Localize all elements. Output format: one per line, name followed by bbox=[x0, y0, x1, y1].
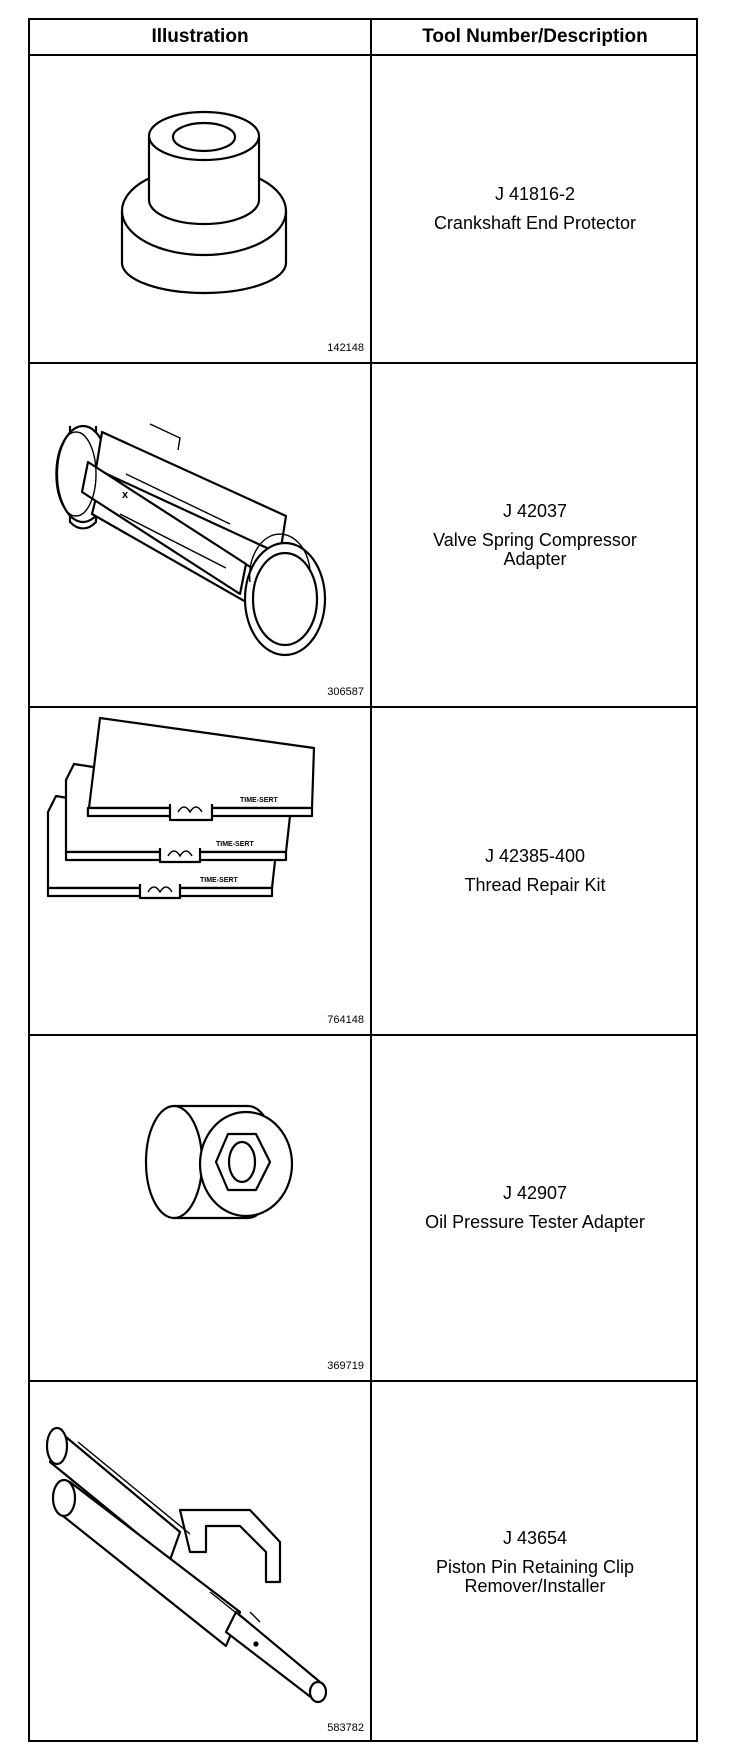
illustration-cell: 142148 bbox=[30, 56, 370, 362]
column-divider bbox=[370, 20, 372, 1740]
figure-number: 369719 bbox=[327, 1360, 364, 1372]
table-header: Illustration Tool Number/Description bbox=[30, 20, 696, 56]
description-cell: J 43654 Piston Pin Retaining Clip Remove… bbox=[372, 1382, 698, 1742]
illustration-cell: 583782 bbox=[30, 1382, 370, 1742]
crankshaft-end-protector-illustration bbox=[120, 110, 288, 295]
figure-number: 764148 bbox=[327, 1014, 364, 1026]
table-row: 142148 J 41816-2 Crankshaft End Protecto… bbox=[30, 56, 696, 364]
piston-pin-clip-tool-illustration bbox=[45, 1426, 328, 1704]
tool-description: Oil Pressure Tester Adapter bbox=[425, 1212, 645, 1232]
kit-brand-label: TIME-SERT bbox=[240, 797, 278, 804]
tool-number: J 42907 bbox=[502, 1183, 568, 1203]
table-row: TIME-SERT TIME-SERT TIME-SERT 764148 J 4… bbox=[30, 708, 696, 1036]
description-cell: J 42385-400 Thread Repair Kit bbox=[372, 708, 698, 1034]
header-illustration: Illustration bbox=[151, 26, 249, 47]
thread-repair-kit-illustration: TIME-SERT TIME-SERT TIME-SERT bbox=[46, 716, 316, 900]
illustration-cell: 369719 bbox=[30, 1036, 370, 1380]
tool-number: J 43654 bbox=[502, 1527, 568, 1548]
tool-description: Valve Spring Compressor Adapter bbox=[433, 529, 637, 569]
description-cell: J 42037 Valve Spring Compressor Adapter bbox=[372, 364, 698, 706]
kit-brand-label: TIME-SERT bbox=[216, 841, 254, 848]
description-cell: J 41816-2 Crankshaft End Protector bbox=[372, 56, 698, 362]
table-row: 369719 J 42907 Oil Pressure Tester Adapt… bbox=[30, 1036, 696, 1382]
svg-text:x: x bbox=[122, 489, 129, 501]
table-row: x 306587 J 42037 Valve Spring Compressor… bbox=[30, 364, 696, 708]
valve-spring-compressor-adapter-illustration: x bbox=[55, 423, 327, 657]
figure-number: 306587 bbox=[327, 686, 364, 698]
header-description: Tool Number/Description bbox=[422, 26, 648, 47]
oil-pressure-tester-adapter-illustration bbox=[144, 1104, 294, 1220]
tool-description: Crankshaft End Protector bbox=[433, 213, 637, 233]
tool-table: Illustration Tool Number/Description 142… bbox=[28, 18, 698, 1742]
figure-number: 583782 bbox=[327, 1722, 364, 1734]
tool-number: J 42037 bbox=[502, 500, 568, 521]
description-cell: J 42907 Oil Pressure Tester Adapter bbox=[372, 1036, 698, 1380]
kit-brand-label: TIME-SERT bbox=[200, 877, 238, 884]
tool-description: Thread Repair Kit bbox=[464, 875, 606, 895]
illustration-cell: TIME-SERT TIME-SERT TIME-SERT 764148 bbox=[30, 708, 370, 1034]
figure-number: 142148 bbox=[327, 342, 364, 354]
tool-description: Piston Pin Retaining Clip Remover/Instal… bbox=[435, 1556, 635, 1596]
table-row: 583782 J 43654 Piston Pin Retaining Clip… bbox=[30, 1382, 696, 1742]
illustration-cell: x 306587 bbox=[30, 364, 370, 706]
tool-number: J 42385-400 bbox=[484, 846, 586, 866]
tool-number: J 41816-2 bbox=[494, 184, 576, 204]
